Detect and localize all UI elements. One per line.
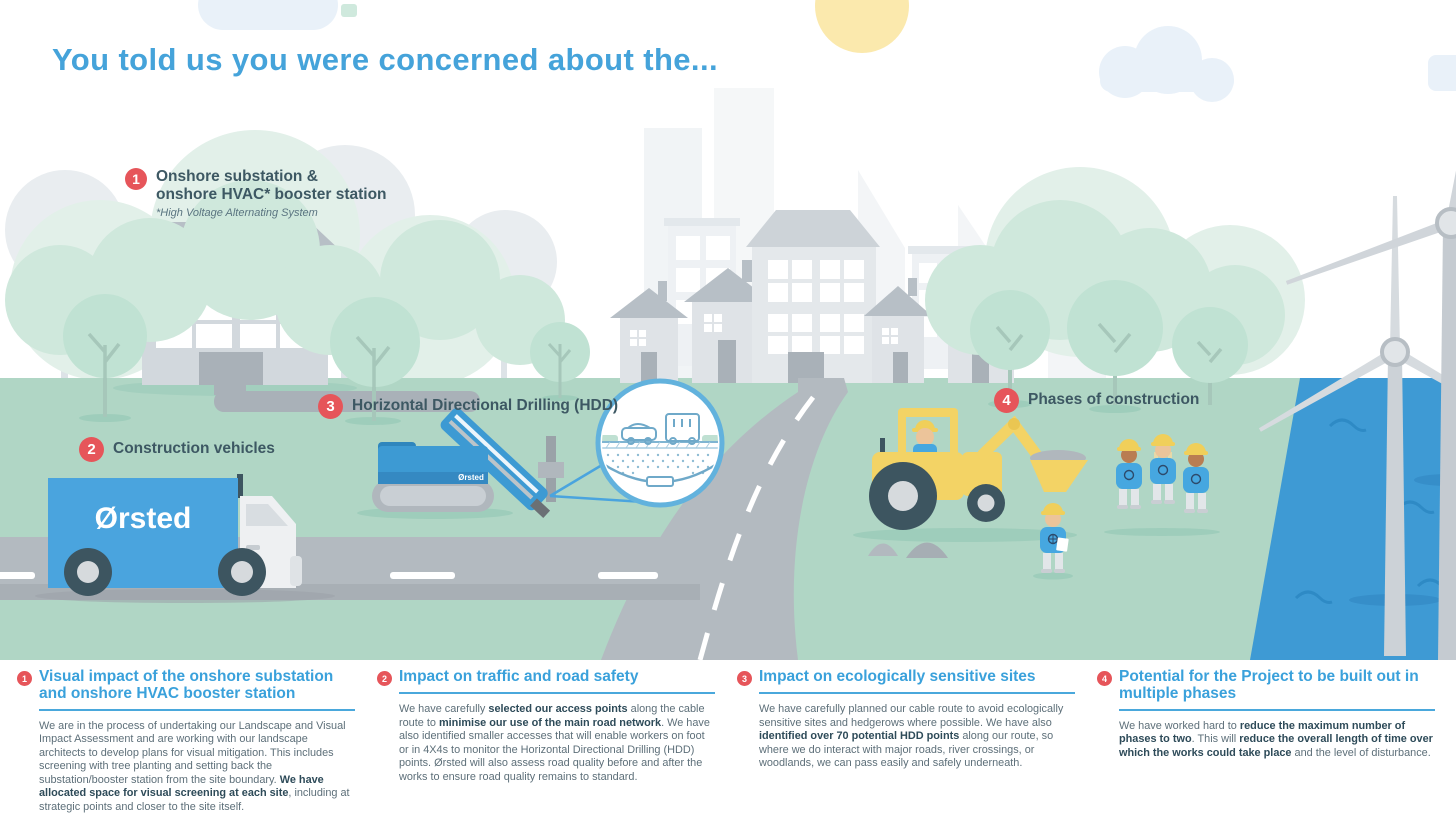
house xyxy=(864,278,932,383)
heading-underline xyxy=(399,692,715,694)
house xyxy=(610,281,688,383)
callout-label: onshore HVAC* booster station xyxy=(156,186,387,204)
concerns-footer: 1 Visual impact of the onshore substatio… xyxy=(0,660,1456,826)
footer-column-ecology: 3 Impact on ecologically sensitive sites… xyxy=(737,668,1075,826)
callout-phases: 4 Phases of construction xyxy=(994,388,1199,413)
column-number-badge: 4 xyxy=(1097,671,1112,686)
callout-number-badge: 3 xyxy=(318,394,343,419)
column-heading: Visual impact of the onshore substation … xyxy=(39,668,334,703)
sun-icon xyxy=(815,0,909,53)
heading-underline xyxy=(759,692,1075,694)
callout-label: Phases of construction xyxy=(1028,391,1200,408)
tree xyxy=(5,180,590,425)
rig-logo-text: Ørsted xyxy=(458,473,484,482)
column-heading: Impact on traffic and road safety xyxy=(399,668,639,685)
footer-column-traffic: 2 Impact on traffic and road safety We h… xyxy=(377,668,715,826)
callout-number-badge: 4 xyxy=(994,388,1019,413)
scene-artwork: Ørsted xyxy=(0,0,1456,660)
callout-construction-vehicles: 2 Construction vehicles xyxy=(79,437,275,462)
wind-turbine xyxy=(1258,196,1456,656)
callout-number-badge: 1 xyxy=(125,168,147,190)
column-body-text: We have worked hard to reduce the maximu… xyxy=(1119,719,1433,759)
column-heading: Potential for the Project to be built ou… xyxy=(1119,668,1419,703)
column-body-text: We have carefully selected our access po… xyxy=(399,703,710,783)
callout-number-badge: 2 xyxy=(79,437,104,462)
column-number-badge: 1 xyxy=(17,671,32,686)
underground-cable-pipe xyxy=(214,381,480,412)
rocks xyxy=(868,542,948,558)
callout-label: Construction vehicles xyxy=(113,440,275,457)
tree xyxy=(925,200,1285,413)
callout-hdd: 3 Horizontal Directional Drilling (HDD) xyxy=(318,394,618,419)
truck-logo-text: Ørsted xyxy=(95,502,192,535)
leaf-fleck xyxy=(341,4,357,17)
car-icon xyxy=(621,423,657,445)
footer-column-phases: 4 Potential for the Project to be built … xyxy=(1097,668,1435,826)
cloud-icon xyxy=(1428,55,1456,91)
excavator xyxy=(853,408,1088,542)
construction-worker xyxy=(1033,434,1220,580)
cloud-icon xyxy=(198,0,338,30)
hdd-rig: Ørsted xyxy=(357,408,644,519)
callout-label: Horizontal Directional Drilling (HDD) xyxy=(352,397,619,414)
bus-icon xyxy=(665,413,700,445)
column-number-badge: 2 xyxy=(377,671,392,686)
column-heading: Impact on ecologically sensitive sites xyxy=(759,668,1036,685)
cloud-icon xyxy=(1099,26,1234,102)
column-body-text: We are in the process of undertaking our… xyxy=(39,719,350,813)
column-number-badge: 3 xyxy=(737,671,752,686)
column-body-text: We have carefully planned our cable rout… xyxy=(759,703,1064,770)
illustration-scene: Ørsted xyxy=(0,0,1456,660)
heading-underline xyxy=(39,708,355,711)
callout-label: Onshore substation & xyxy=(156,168,318,185)
footer-column-visual-impact: 1 Visual impact of the onshore substatio… xyxy=(17,668,355,826)
callout-footnote: *High Voltage Alternating System xyxy=(156,206,318,219)
orsted-truck: Ørsted xyxy=(35,474,335,603)
house xyxy=(684,260,772,383)
heading-underline xyxy=(1119,708,1435,711)
callout-substation: 1 Onshore substation & onshore HVAC* boo… xyxy=(125,168,387,220)
magnifier-inset xyxy=(595,378,725,508)
page-title: You told us you were concerned about the… xyxy=(52,42,718,77)
